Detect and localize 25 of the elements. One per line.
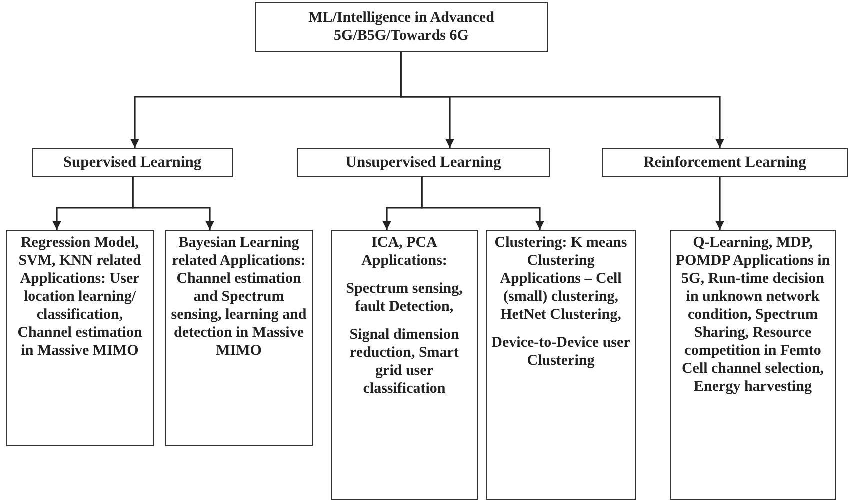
node-text: Reinforcement Learning bbox=[644, 154, 806, 172]
application-box bbox=[486, 230, 636, 500]
node-text: Supervised Learning bbox=[63, 154, 202, 172]
category-box bbox=[602, 148, 848, 177]
node-text: Clustering: K means Clustering Applications – Cell (small) clustering, HetNet Clustering, bbox=[494, 234, 628, 324]
category-box bbox=[297, 148, 550, 177]
node-text: Signal dimension reduction, Smart grid user classification bbox=[348, 326, 460, 398]
node-text: Q-Learning, MDP, POMDP Applications in 5G, Run-time decision in unknown network condition, Spectrum Sharing, Resource competition in Femto Cell channel selection, Energy harvesting bbox=[675, 234, 831, 396]
node-text: Bayesian Learning related Applications: Channel estimation and Spectrum sensing, learning and detection in Massive MIMO bbox=[170, 234, 308, 360]
node-text: ICA, PCA Applications: bbox=[360, 234, 448, 270]
category-box bbox=[32, 148, 233, 177]
connector-arrow bbox=[716, 177, 724, 230]
node-text: Spectrum sensing, fault Detection, bbox=[345, 280, 464, 316]
application-box bbox=[670, 230, 836, 500]
node-text: Unsupervised Learning bbox=[346, 154, 502, 172]
node-text: Regression Model, SVM, KNN related Applications: User location learning/ classification, Channel estimation in Massive MIMO bbox=[16, 234, 144, 360]
connector-arrow bbox=[132, 177, 214, 230]
connector-arrow bbox=[421, 177, 544, 230]
node-text: ML/Intelligence in Advanced 5G/B5G/Towards 6G bbox=[308, 9, 496, 45]
node-text: Device-to-Device user Clustering bbox=[491, 334, 631, 370]
application-box bbox=[6, 230, 154, 446]
application-box bbox=[331, 230, 478, 500]
title-box bbox=[255, 2, 548, 52]
application-box bbox=[165, 230, 313, 446]
connector-arrow bbox=[400, 52, 724, 148]
